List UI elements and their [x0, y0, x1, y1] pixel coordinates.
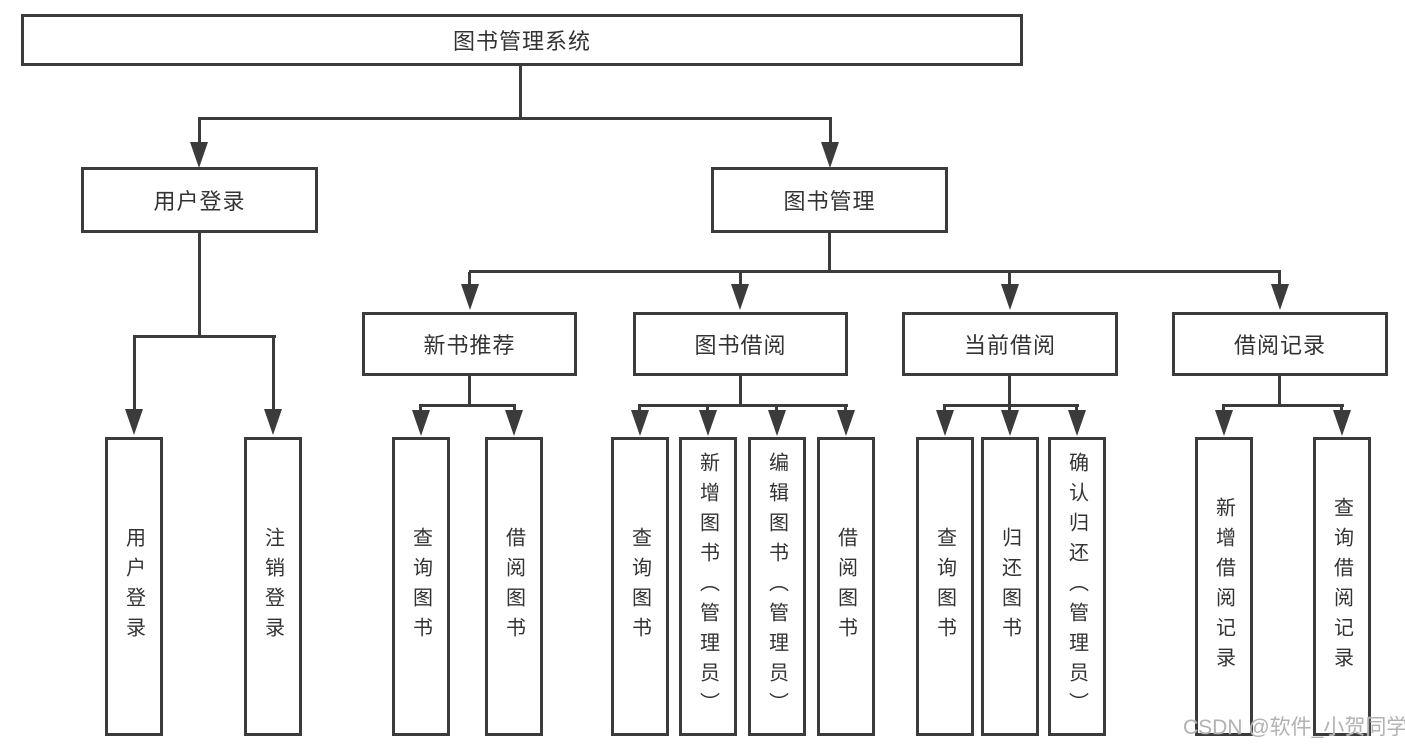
- arrowhead-down-icon: [1068, 410, 1086, 436]
- leaf-query-book: 查询图书: [611, 437, 669, 736]
- leaf-user-login: 用户登录: [105, 437, 163, 736]
- connector-line: [1222, 406, 1225, 412]
- node-user-login: 用户登录: [81, 167, 318, 233]
- leaf-return-book: 归还图书: [981, 437, 1039, 736]
- connector-line: [1008, 272, 1011, 286]
- connector-line: [943, 406, 946, 412]
- connector-line: [198, 233, 201, 337]
- node-label: 图书管理系统: [452, 29, 591, 54]
- leaf-label: 查询图书: [933, 526, 956, 647]
- connector-line: [1075, 406, 1078, 412]
- arrowhead-down-icon: [699, 410, 717, 436]
- connector-line: [943, 404, 1079, 407]
- node-label: 当前借阅: [963, 333, 1056, 358]
- node-label: 借阅记录: [1233, 333, 1326, 358]
- node-label: 用户登录: [153, 189, 246, 214]
- node-label: 图书管理: [783, 189, 876, 214]
- arrowhead-down-icon: [461, 284, 479, 310]
- leaf-query-book: 查询图书: [392, 437, 450, 736]
- node-label: 新书推荐: [423, 333, 516, 358]
- leaf-label: 归还图书: [998, 526, 1021, 647]
- node-borrowing-records: 借阅记录: [1172, 312, 1388, 376]
- leaf-edit-book-admin: 编辑图书（管理员）: [748, 437, 806, 736]
- connector-line: [133, 335, 276, 338]
- arrowhead-down-icon: [631, 410, 649, 436]
- leaf-add-borrow-record: 新增借阅记录: [1195, 437, 1253, 736]
- connector-line: [844, 406, 847, 412]
- leaf-label: 新增图书（管理员）: [696, 451, 719, 722]
- connector-line: [828, 233, 831, 272]
- connector-line: [419, 406, 422, 412]
- leaf-label: 注销登录: [261, 526, 284, 647]
- arrowhead-down-icon: [1215, 410, 1233, 436]
- arrowhead-down-icon: [1001, 284, 1019, 310]
- leaf-label: 用户登录: [122, 526, 145, 647]
- connector-line: [1008, 376, 1011, 405]
- node-book-borrowing: 图书借阅: [633, 312, 848, 376]
- leaf-query-borrow-record: 查询借阅记录: [1313, 437, 1371, 736]
- arrowhead-down-icon: [264, 409, 282, 435]
- connector-line: [638, 406, 641, 412]
- node-library-management-system: 图书管理系统: [21, 14, 1023, 66]
- csdn-watermark: CSDN @软件_小贺同学: [1183, 716, 1405, 739]
- connector-line: [739, 272, 742, 286]
- connector-line: [1278, 376, 1281, 405]
- connector-line: [419, 404, 516, 407]
- leaf-query-book: 查询图书: [916, 437, 974, 736]
- arrowhead-down-icon: [190, 142, 208, 168]
- leaf-borrow-book: 借阅图书: [485, 437, 543, 736]
- connector-line: [272, 337, 275, 409]
- leaf-logout: 注销登录: [244, 437, 302, 736]
- leaf-label: 查询图书: [409, 526, 432, 647]
- connector-line: [469, 270, 1281, 273]
- connector-line: [638, 404, 848, 407]
- connector-line: [133, 337, 136, 409]
- arrowhead-down-icon: [1001, 410, 1019, 436]
- arrowhead-down-icon: [768, 410, 786, 436]
- arrowhead-down-icon: [505, 410, 523, 436]
- connector-line: [198, 117, 832, 120]
- leaf-label: 查询图书: [628, 526, 651, 647]
- leaf-label: 确认归还（管理员）: [1065, 451, 1088, 722]
- arrowhead-down-icon: [1333, 410, 1351, 436]
- connector-line: [468, 272, 471, 286]
- leaf-add-book-admin: 新增图书（管理员）: [679, 437, 737, 736]
- leaf-label: 借阅图书: [502, 526, 525, 647]
- arrowhead-down-icon: [1271, 284, 1289, 310]
- connector-line: [1278, 272, 1281, 286]
- connector-line: [1008, 406, 1011, 412]
- arrowhead-down-icon: [412, 410, 430, 436]
- connector-line: [468, 376, 471, 405]
- node-book-management: 图书管理: [711, 167, 948, 233]
- connector-line: [829, 119, 832, 143]
- arrowhead-down-icon: [837, 410, 855, 436]
- connector-line: [513, 406, 516, 412]
- leaf-label: 查询借阅记录: [1330, 496, 1353, 677]
- connector-line: [1340, 406, 1343, 412]
- connector-line: [519, 66, 522, 117]
- connector-line: [739, 376, 742, 405]
- connector-line: [1222, 404, 1344, 407]
- connector-line: [706, 406, 709, 412]
- arrowhead-down-icon: [936, 410, 954, 436]
- leaf-borrow-book: 借阅图书: [817, 437, 875, 736]
- leaf-confirm-return-admin: 确认归还（管理员）: [1048, 437, 1106, 736]
- leaf-label: 编辑图书（管理员）: [765, 451, 788, 722]
- leaf-label: 借阅图书: [834, 526, 857, 647]
- arrowhead-down-icon: [821, 142, 839, 168]
- connector-line: [775, 406, 778, 412]
- arrowhead-down-icon: [125, 409, 143, 435]
- leaf-label: 新增借阅记录: [1212, 496, 1235, 677]
- node-label: 图书借阅: [694, 333, 787, 358]
- arrowhead-down-icon: [731, 284, 749, 310]
- node-current-borrowing: 当前借阅: [902, 312, 1118, 376]
- node-new-book-recommendation: 新书推荐: [362, 312, 577, 376]
- connector-line: [198, 119, 201, 143]
